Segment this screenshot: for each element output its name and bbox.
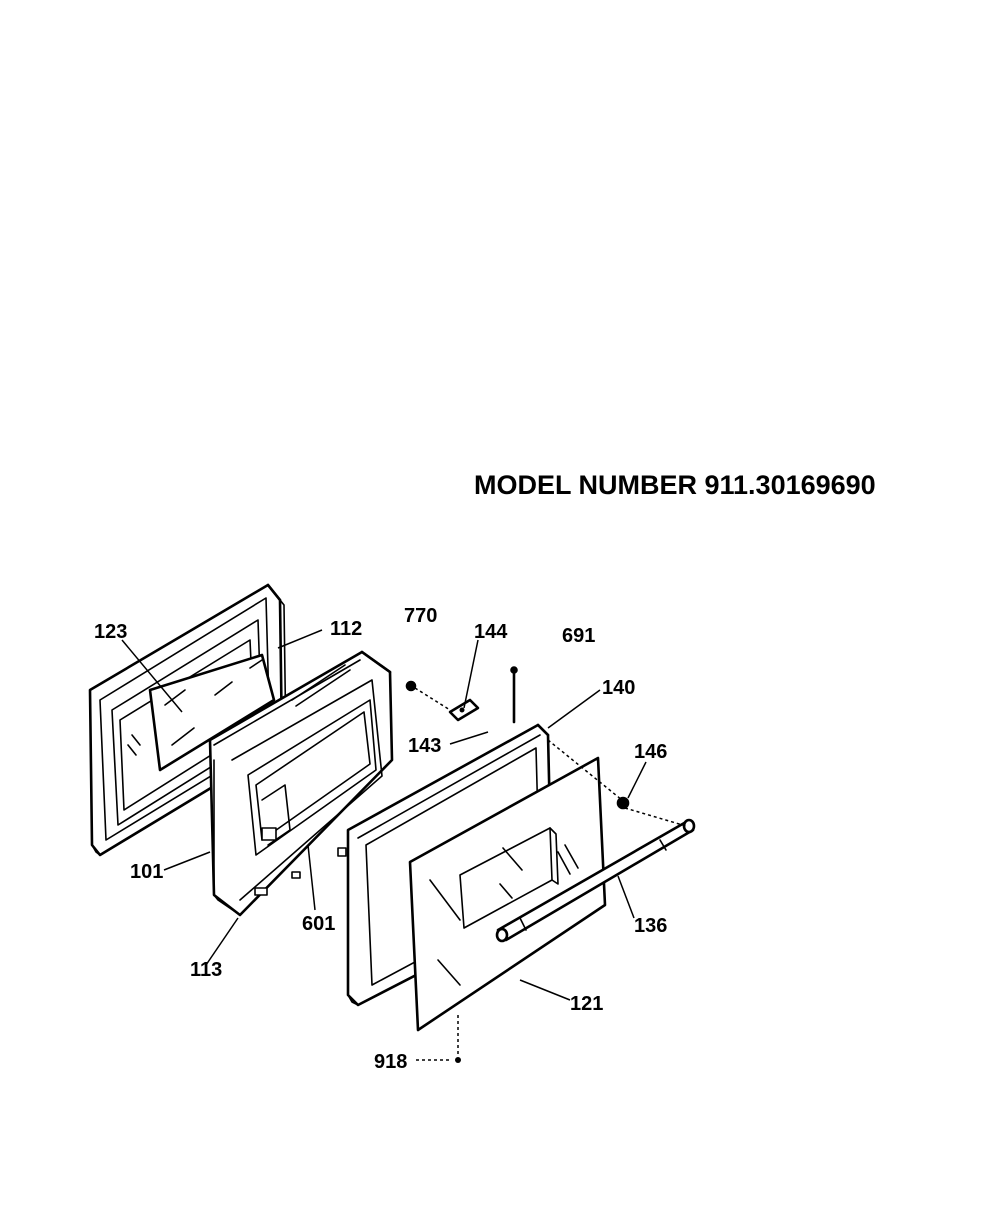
- label-601: 601: [302, 913, 335, 935]
- label-146: 146: [634, 741, 667, 763]
- part-918-screw: [455, 1015, 461, 1063]
- label-136: 136: [634, 915, 667, 937]
- label-121: 121: [570, 993, 603, 1015]
- label-123: 123: [94, 621, 127, 643]
- label-691: 691: [562, 625, 595, 647]
- label-770: 770: [404, 605, 437, 627]
- part-123-window-glass: [127, 653, 276, 772]
- leader-lines: [121, 629, 687, 1061]
- part-121-outer-panel: [408, 756, 607, 1032]
- label-101: 101: [130, 861, 163, 883]
- label-918: 918: [374, 1051, 407, 1073]
- part-113-door-frame: [208, 650, 394, 917]
- label-144: 144: [474, 621, 508, 643]
- part-144-bracket: [448, 698, 480, 722]
- part-770-screw: [405, 680, 451, 711]
- model-number-title: MODEL NUMBER 911.30169690: [474, 470, 876, 500]
- part-136-handle: [495, 818, 696, 943]
- part-146-screw: [616, 796, 630, 810]
- label-140: 140: [602, 677, 635, 699]
- label-113: 113: [190, 959, 222, 981]
- label-112: 112: [330, 618, 362, 640]
- part-number-labels: 123 112 770 144 691 140 143 146 101 601 …: [94, 605, 667, 1073]
- part-691-screw: [510, 666, 518, 724]
- label-143: 143: [408, 735, 441, 757]
